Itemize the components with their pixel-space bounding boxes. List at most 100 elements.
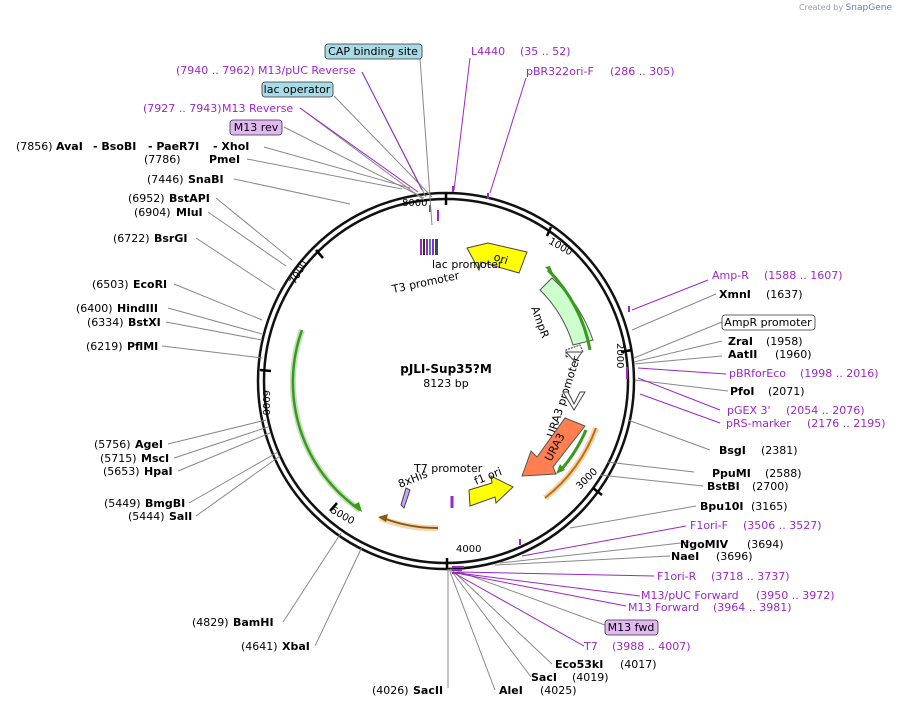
green-orf-head — [352, 502, 362, 512]
m13puc-rev-pos: (7940 .. 7962) — [176, 64, 255, 77]
lac-operator-box — [261, 81, 334, 98]
ale-label: AleI — [499, 684, 523, 697]
aatii-pos: (1960) — [775, 348, 812, 361]
bpu-label: Bpu10I — [700, 500, 744, 513]
tick-2000: 2000 — [614, 343, 625, 368]
ppumi-label: PpuMI — [712, 467, 751, 480]
ngo-label: NgoMIV — [680, 538, 729, 551]
f1orif-label: F1ori-F — [690, 519, 728, 532]
sal-pos: (5444) — [128, 510, 165, 523]
xho-label: - XhoI — [213, 140, 249, 153]
tick-8000: 8000 — [402, 198, 427, 209]
primer-ticks — [452, 186, 630, 574]
ura3-orf-head — [556, 464, 565, 474]
pbrfor-pos: (1998 .. 2016) — [800, 367, 879, 380]
pme-label: PmeI — [209, 153, 240, 166]
tick-4000: 4000 — [456, 544, 481, 555]
ampr-promoter-label: AmpR promoter — [724, 316, 812, 329]
pbr322-label: pBR322ori-F — [526, 65, 594, 78]
m13rev-label: M13 Reverse — [222, 102, 293, 115]
sacii-pos: (4026) — [372, 684, 409, 697]
ampr-label: AmpR — [528, 305, 552, 341]
hind-pos: (6400) — [76, 302, 113, 315]
ampr-promoter-box — [721, 314, 816, 331]
ura3-promoter-arrow — [562, 391, 586, 411]
ava-label: AvaI — [56, 140, 83, 153]
eco53-pos: (4017) — [620, 658, 657, 671]
f1ori-arrow — [468, 475, 514, 507]
sacii-label: SacII — [413, 684, 443, 697]
bsgi-pos: (2381) — [761, 444, 798, 457]
zrai-pos: (1958) — [766, 335, 803, 348]
ori-arrow — [466, 242, 528, 274]
snapgene-brand: SnapGene — [845, 3, 892, 13]
f1orir-label: F1ori-R — [657, 570, 697, 583]
msc-pos: (5715) — [100, 452, 137, 465]
xmni-label: XmnI — [719, 288, 751, 301]
lac-promoter-label: lac promoter — [432, 258, 503, 271]
bpu-pos: (3165) — [751, 500, 788, 513]
t7-primer-pos: (3988 .. 4007) — [612, 640, 691, 653]
leader-lines — [161, 57, 729, 691]
his-label: 8xHis — [396, 467, 429, 491]
tick-6000: 6000 — [260, 390, 271, 415]
pbrfor-label: pBRforEco — [729, 367, 786, 380]
mlu-pos: (6904) — [134, 206, 171, 219]
l4440-pos: (35 .. 52) — [520, 45, 571, 58]
t7-primer-label: T7 — [583, 640, 598, 653]
lac-operator-label: lac operator — [264, 83, 331, 96]
m13rev-box — [229, 119, 283, 136]
pflmi-pos: (6219) — [86, 340, 123, 353]
plasmid-length: 8123 bp — [423, 377, 468, 390]
ngo-pos: (3694) — [747, 538, 784, 551]
xba-pos: (4641) — [241, 640, 278, 653]
green-orf-halo — [289, 328, 362, 513]
nae-label: NaeI — [671, 550, 699, 563]
bsrgi-label: BsrGI — [154, 232, 187, 245]
zrai-label: ZraI — [728, 335, 753, 348]
m13rev-box-label: M13 rev — [234, 121, 279, 134]
pme-pos: (7786) — [144, 153, 181, 166]
hpa-label: HpaI — [144, 465, 173, 478]
t3-promoter-label: T3 promoter — [390, 269, 461, 296]
ecori-pos: (6503) — [92, 278, 129, 291]
aatii-label: AatII — [728, 348, 757, 361]
m13rev-pos: (7927 .. 7943) — [143, 102, 222, 115]
ori-label: ori — [492, 250, 510, 267]
m13fwd-label: M13 Forward — [628, 601, 699, 614]
tick-3000: 3000 — [574, 466, 600, 492]
xmni-pos: (1637) — [766, 288, 803, 301]
sna-pos: (7446) — [147, 173, 184, 186]
pgex-label: pGEX 3' — [727, 404, 771, 417]
saci-pos: (4019) — [572, 671, 609, 684]
green-orf — [291, 329, 361, 512]
ampr-orf — [546, 268, 592, 351]
plasmid-name: pJLI-Sup35?M — [400, 362, 492, 376]
m13fwd-pos: (3964 .. 3981) — [713, 601, 792, 614]
bmgbi-label: BmgBI — [145, 497, 185, 510]
prs-pos: (2176 .. 2195) — [807, 417, 886, 430]
age-label: AgeI — [135, 438, 163, 451]
mlu-label: MluI — [176, 206, 203, 219]
prs-label: pRS-marker — [726, 417, 791, 430]
age-pos: (5756) — [94, 438, 131, 451]
nae-pos: (3696) — [716, 550, 753, 563]
primer-leader-lines — [299, 57, 727, 647]
m13fwd-box — [604, 619, 659, 636]
sal-label: SalI — [169, 510, 192, 523]
t7-promoter-label: T7 promoter — [413, 462, 483, 475]
bsgi-label: BsgI — [719, 444, 746, 457]
tick-marks — [259, 193, 633, 569]
ura3-orf-2 — [544, 427, 597, 499]
bstapi-pos: (6952) — [128, 192, 165, 205]
ura3-arrow — [521, 417, 586, 477]
bstapi-label: BstAPI — [169, 192, 210, 205]
ecori-label: EcoRI — [133, 278, 167, 291]
bmgbi-pos: (5449) — [104, 497, 141, 510]
m13puc-fwd-label: M13/pUC Forward — [641, 589, 739, 602]
cap-box — [324, 43, 423, 60]
m13fwd-box-label: M13 fwd — [608, 621, 655, 634]
bam-pos: (4829) — [192, 616, 229, 629]
ava-pos: (7856) — [16, 140, 53, 153]
bstxi-label: BstXI — [128, 316, 161, 329]
